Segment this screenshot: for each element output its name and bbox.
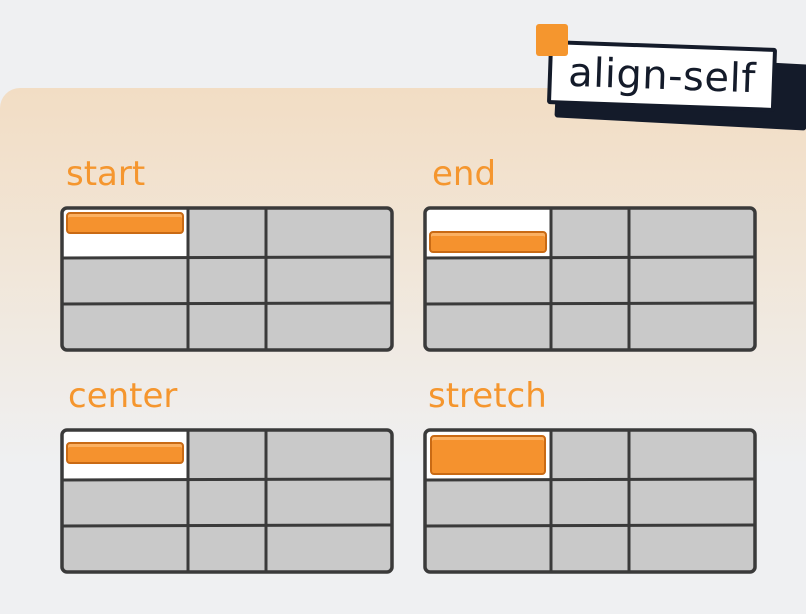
grid-center-border [60, 428, 394, 574]
label-center: center [68, 376, 178, 416]
grid-center-row-line-1 [60, 477, 394, 482]
grid-start-row-line-2 [60, 301, 394, 306]
pin-square [536, 24, 568, 56]
grid-center [60, 428, 394, 574]
item-bar-end [429, 231, 547, 253]
grid-end-row-line-2 [423, 301, 757, 306]
diagram-title: align-self [567, 49, 757, 103]
item-bar-center [66, 442, 184, 464]
grid-stretch-row-line-2 [423, 523, 757, 528]
grid-stretch [423, 428, 757, 574]
grid-end-border [423, 206, 757, 352]
grid-stretch-border [423, 428, 757, 574]
grid-end [423, 206, 757, 352]
grid-center-row-line-2 [60, 523, 394, 528]
grid-stretch-row-line-1 [423, 477, 757, 482]
label-start: start [66, 154, 146, 194]
item-bar-start [66, 212, 184, 234]
grid-start-border [60, 206, 394, 352]
label-stretch: stretch [428, 376, 547, 416]
grid-end-svg [423, 206, 757, 352]
title-tag: align-self [546, 40, 778, 112]
grid-start-row-line-1 [60, 255, 394, 260]
label-end: end [432, 154, 497, 194]
item-bar-stretch [430, 435, 546, 475]
grid-start [60, 206, 394, 352]
grid-end-row-line-1 [423, 255, 757, 260]
